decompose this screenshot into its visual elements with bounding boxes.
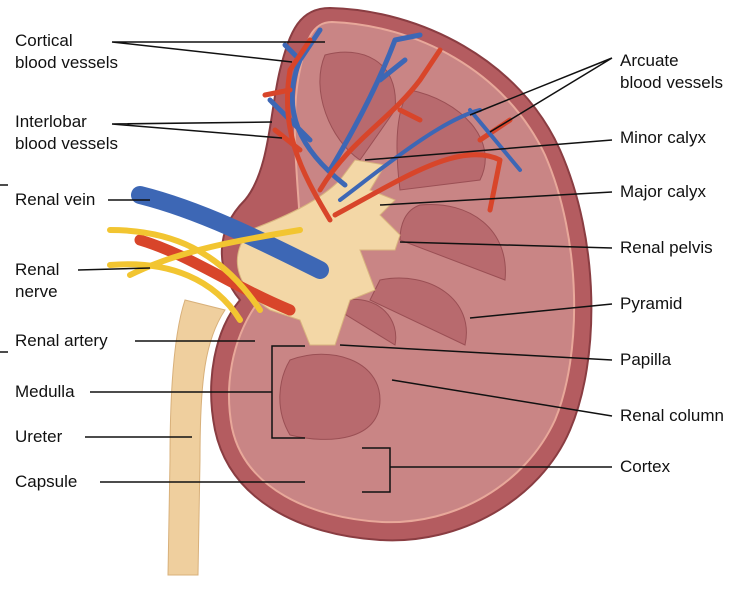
label-arcuate-blood-vessels: Arcuate blood vessels (620, 50, 723, 94)
label-renal-pelvis: Renal pelvis (620, 238, 713, 257)
label-minor-calyx: Minor calyx (620, 128, 706, 147)
label-line: blood vessels (15, 134, 119, 153)
label-papilla: Papilla (620, 350, 672, 369)
label-line: Interlobar (15, 112, 87, 131)
renal-artery (134, 234, 296, 316)
label-capsule: Capsule (15, 472, 78, 491)
label-medulla: Medulla (15, 382, 75, 401)
label-renal-vein: Renal vein (15, 190, 96, 209)
label-pyramid: Pyramid (620, 294, 683, 313)
renal-vein (131, 186, 329, 279)
leader-lines (0, 41, 613, 493)
label-cortex: Cortex (620, 457, 671, 476)
label-ureter: Ureter (15, 427, 63, 446)
label-renal-column: Renal column (620, 406, 724, 425)
label-line: Renal (15, 260, 60, 279)
renal-nerve (107, 227, 303, 323)
label-renal-nerve: Renal nerve (15, 259, 59, 303)
renal-pelvis (236, 159, 401, 346)
label-line: blood vessels (15, 53, 119, 72)
blood-vessels (262, 27, 522, 223)
label-line: Cortical (15, 31, 73, 50)
label-line: Arcuate (620, 51, 679, 70)
label-line: blood vessels (620, 73, 724, 92)
label-cortical-blood-vessels: Cortical blood vessels (15, 30, 118, 74)
label-interlobar-blood-vessels: Interlobar blood vessels (15, 111, 118, 155)
label-renal-artery: Renal artery (15, 331, 108, 350)
label-line: nerve (15, 282, 58, 301)
label-major-calyx: Major calyx (620, 182, 706, 201)
